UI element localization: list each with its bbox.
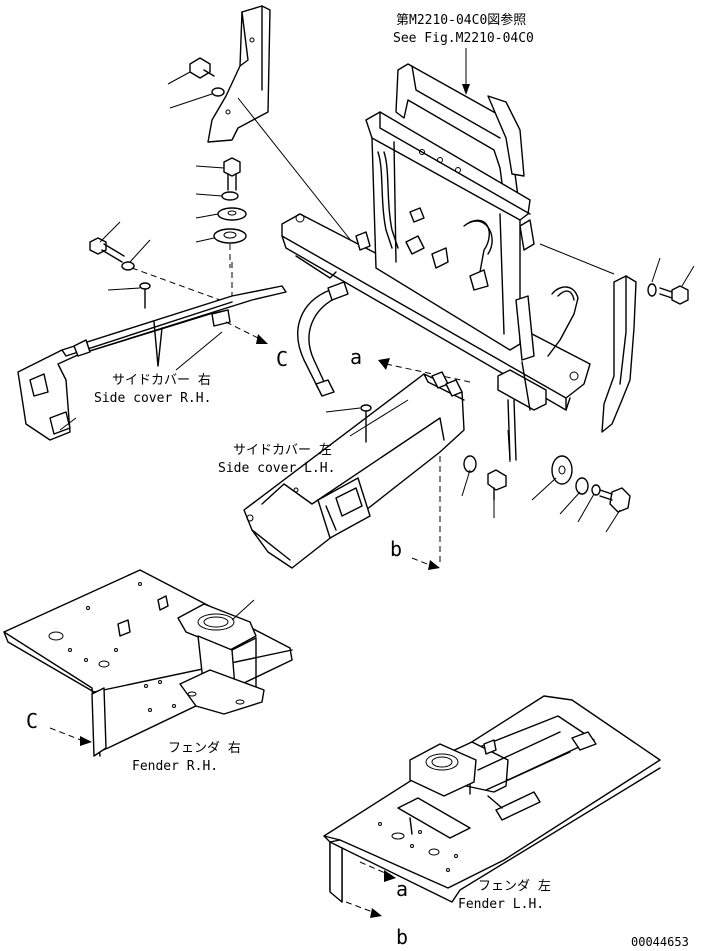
fender-rh <box>3 569 293 757</box>
view-b-bottom: b <box>396 925 408 949</box>
view-a-bottom: a <box>396 877 408 901</box>
fender-rh-jp: フェンダ 右 <box>168 741 241 756</box>
washer-upper-left <box>211 87 225 97</box>
upper-left-bracket <box>207 5 271 143</box>
ref-note-en: See Fig.M2210-04C0 <box>393 31 534 46</box>
bolt-right <box>647 283 689 305</box>
view-c-bottom: C <box>26 709 38 733</box>
right-bracket <box>601 275 637 433</box>
side-cover-rh-en: Side cover R.H. <box>94 391 211 406</box>
bolt-left-horizontal <box>89 237 135 271</box>
pin-small <box>139 282 151 309</box>
drawing-number: 00044653 <box>631 935 689 949</box>
side-cover-lh-jp: サイドカバー 左 <box>233 443 332 458</box>
ref-note-jp: 第M2210-04C0図参照 <box>396 12 526 28</box>
hose-left <box>297 281 349 397</box>
side-cover-rh <box>17 285 287 441</box>
view-a-top: a <box>350 345 362 369</box>
fender-rh-en: Fender R.H. <box>132 759 218 774</box>
fender-lh-jp: フェンダ 左 <box>478 879 551 894</box>
side-cover-lh <box>243 371 465 569</box>
view-b-top: b <box>390 537 402 561</box>
bolt-upper-left <box>189 57 215 79</box>
side-cover-lh-en: Side cover L.H. <box>218 461 335 476</box>
ref-arrowhead <box>462 84 470 95</box>
fender-lh-en: Fender L.H. <box>458 897 544 912</box>
main-frame <box>281 63 591 461</box>
view-c-top: C <box>276 347 288 371</box>
fender-lh <box>323 695 661 903</box>
bolt-vertical-stack <box>213 157 247 244</box>
side-cover-rh-jp: サイドカバー 右 <box>112 373 211 388</box>
fasteners-lh <box>463 455 631 513</box>
